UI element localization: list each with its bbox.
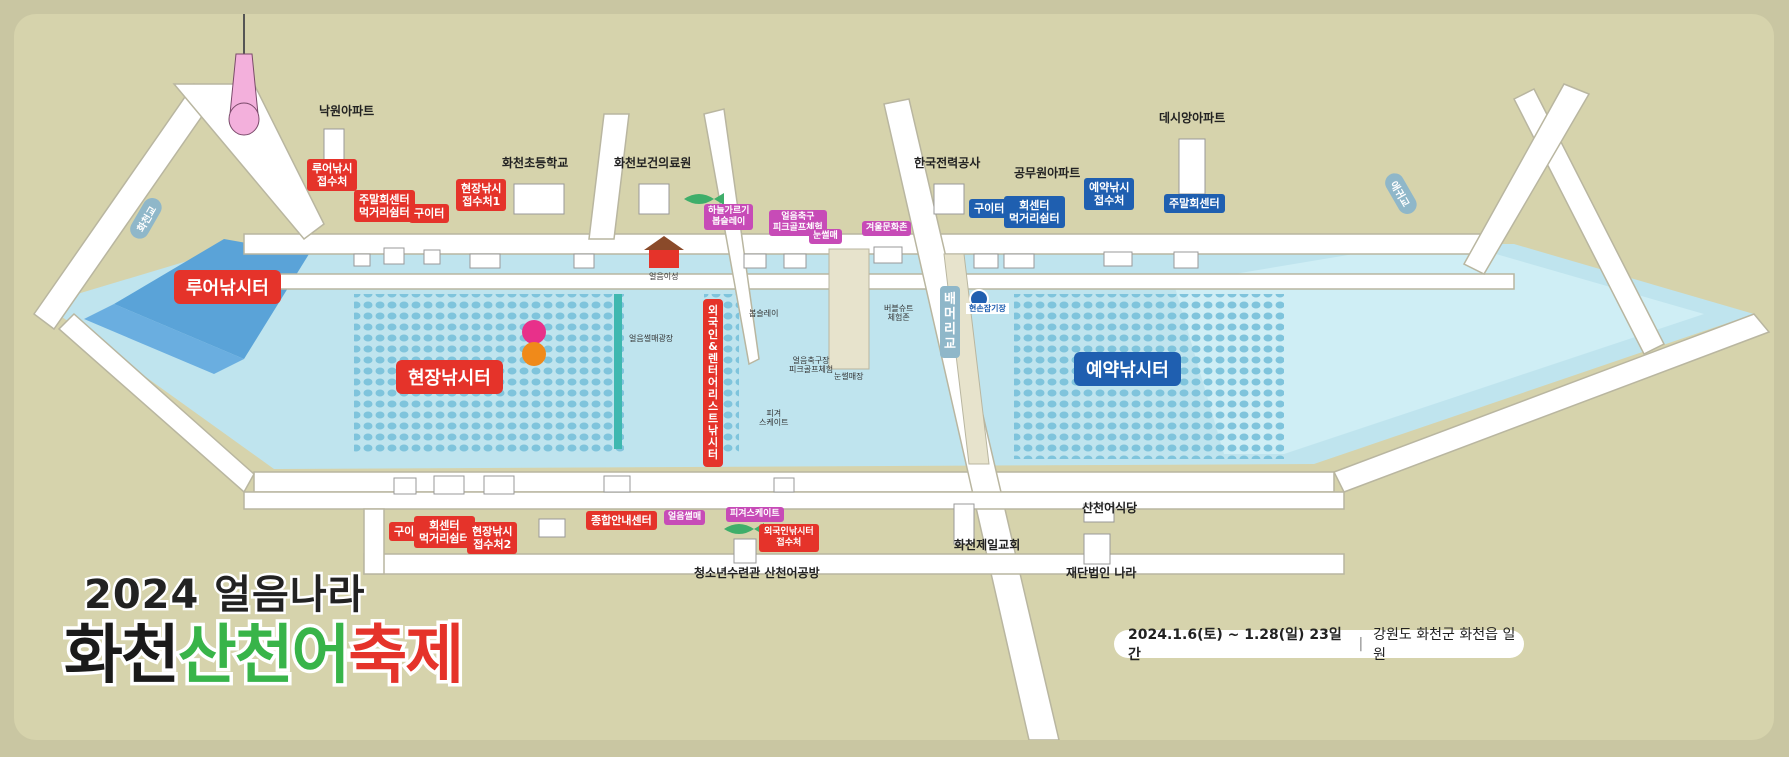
tag-center-food-r[interactable]: 회센터 먹거리쉼터	[1004, 196, 1065, 228]
tag-field-reception2[interactable]: 현장낚시 접수처2	[467, 522, 518, 554]
landmark-school: 화천초등학교	[502, 156, 569, 170]
landmark-stage: 현손잡기장	[966, 303, 1009, 314]
bridge-label: 배머리교	[940, 286, 960, 358]
landmark-official: 공무원아파트	[1014, 166, 1081, 180]
landmark-clinic: 화천보건의료원	[614, 156, 692, 170]
ice-castle-icon	[644, 236, 684, 268]
tag-winter[interactable]: 겨울문화촌	[862, 221, 912, 236]
tag-weekend-center-r[interactable]: 주말회센터	[1164, 194, 1225, 213]
divider: |	[1358, 636, 1364, 652]
title-part-hwacheon: 화천	[61, 616, 184, 697]
landmark-youth: 청소년수련관 산천어공방	[694, 566, 820, 580]
tag-reserve-reception[interactable]: 예약낚시 접수처	[1084, 178, 1135, 210]
zone-reserve[interactable]: 예약낚시터	[1074, 352, 1181, 386]
tag-field-reception1[interactable]: 현장낚시 접수처1	[456, 179, 507, 211]
landmark-bobsled: 봅슬레이	[749, 309, 779, 318]
event-dates: 2024.1.6(토) ~ 1.28(일) 23일간	[1128, 627, 1342, 663]
tag-grill[interactable]: 구이터	[409, 204, 450, 223]
landmark-ice-plaza: 얼음썰매광장	[629, 334, 674, 343]
landmark-skate: 피겨 스케이트	[759, 409, 789, 427]
landmark-restaurant: 산천어식당	[1082, 501, 1138, 515]
landmark-icesoccer: 얼음축구장 피크골프체험	[789, 356, 834, 374]
tag-info-center[interactable]: 종합안내센터	[586, 511, 657, 530]
landmark-nakwon: 낙원아파트	[319, 104, 375, 118]
fish-icon	[684, 193, 724, 205]
landmark-sledding: 눈썰매장	[834, 372, 864, 381]
tag-snow[interactable]: 눈썰매	[809, 229, 842, 244]
zone-foreign[interactable]: 외국인&렌터어리스트낚시터	[703, 299, 723, 467]
tower	[228, 14, 260, 136]
tag-skate[interactable]: 피겨스케이트	[726, 507, 784, 522]
landmark-church: 화천제일교회	[954, 538, 1021, 552]
title-part-festival: 축제	[345, 616, 468, 697]
festival-map: 낙원아파트 화천초등학교 화천보건의료원 한국전력공사 공무원아파트 데시앙아파…	[14, 14, 1774, 740]
festival-title-year: 2024 얼음나라	[81, 570, 366, 621]
event-location: 강원도 화천군 화천읍 일원	[1373, 627, 1516, 663]
zone-field[interactable]: 현장낚시터	[396, 360, 503, 394]
tag-lure-reception[interactable]: 루어낚시 접수처	[307, 159, 358, 191]
event-info-bar: 2024.1.6(토) ~ 1.28(일) 23일간 | 강원도 화천군 화천읍…	[1114, 627, 1524, 663]
landmark-kepco: 한국전력공사	[914, 156, 981, 170]
tag-foreign-reception[interactable]: 외국인낚시터 접수처	[759, 524, 819, 552]
title-part-sancheoneo: 산천어	[174, 616, 354, 697]
tag-center-food-b[interactable]: 회센터 먹거리쉼터	[414, 516, 475, 548]
landmark-foundation: 재단법인 나라	[1066, 566, 1137, 580]
tag-grill-r[interactable]: 구이터	[969, 199, 1010, 218]
tag-ice-sled[interactable]: 얼음썰매	[664, 510, 706, 525]
tag-weekend-center[interactable]: 주말회센터 먹거리쉼터	[354, 190, 415, 222]
reserve-ice	[1174, 239, 1704, 454]
landmark-bubble: 버블슈트 체험존	[884, 304, 914, 322]
landmark-daesi: 데시앙아파트	[1159, 111, 1226, 125]
zone-lure[interactable]: 루어낚시터	[174, 270, 281, 304]
festival-title: 화천산천어축제	[61, 604, 468, 697]
tag-sky[interactable]: 하늘가르기 봅슬레이	[704, 204, 754, 230]
landmark-castle: 얼음이성	[649, 272, 679, 281]
